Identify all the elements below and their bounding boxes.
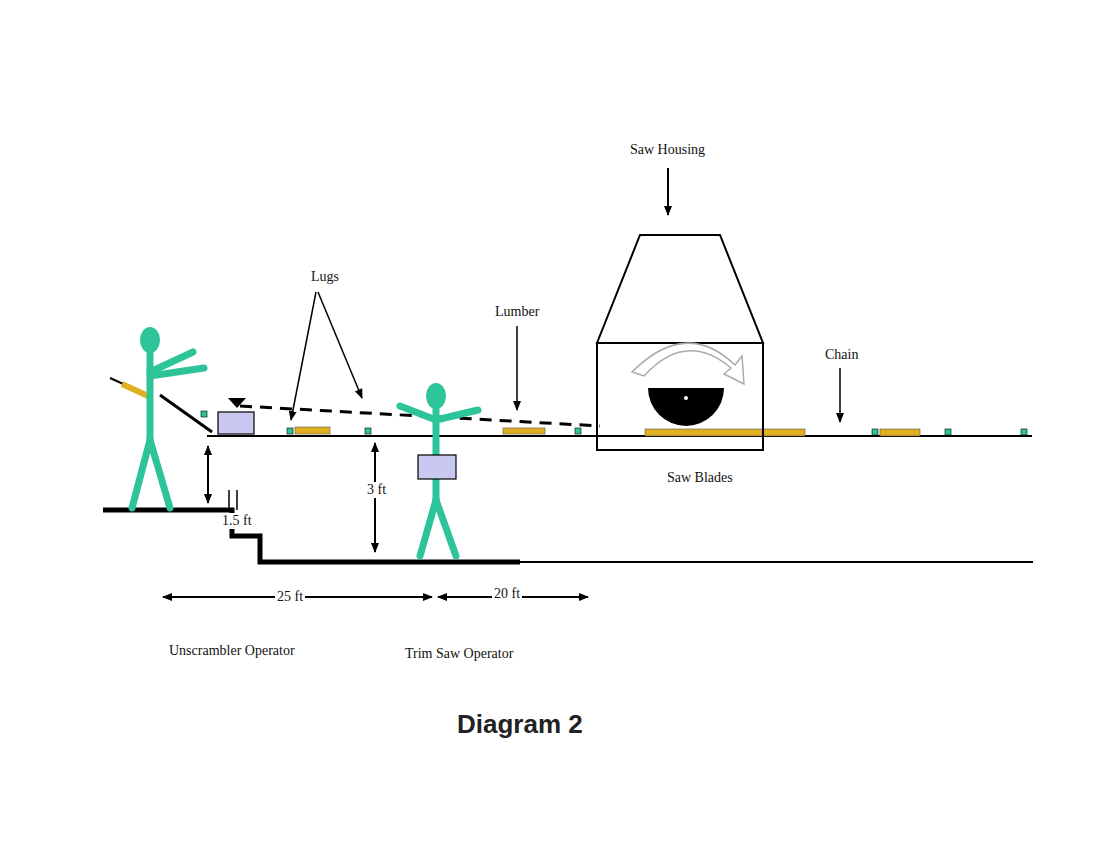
part-label: Lugs — [309, 269, 341, 285]
dimension-label: 25 ft — [275, 589, 305, 605]
dimension-label: 1.5 ft — [220, 513, 254, 529]
part-label: Lumber — [493, 304, 541, 320]
diagram-title: Diagram 2 — [457, 709, 583, 740]
operator-label: Unscrambler Operator — [167, 643, 297, 659]
dimension-label: 3 ft — [365, 482, 388, 498]
part-label: Chain — [823, 347, 860, 363]
dimension-label: 20 ft — [492, 586, 522, 602]
operator-label: Trim Saw Operator — [403, 646, 515, 662]
part-label: Saw Housing — [628, 142, 707, 158]
part-label: Saw Blades — [665, 470, 735, 486]
